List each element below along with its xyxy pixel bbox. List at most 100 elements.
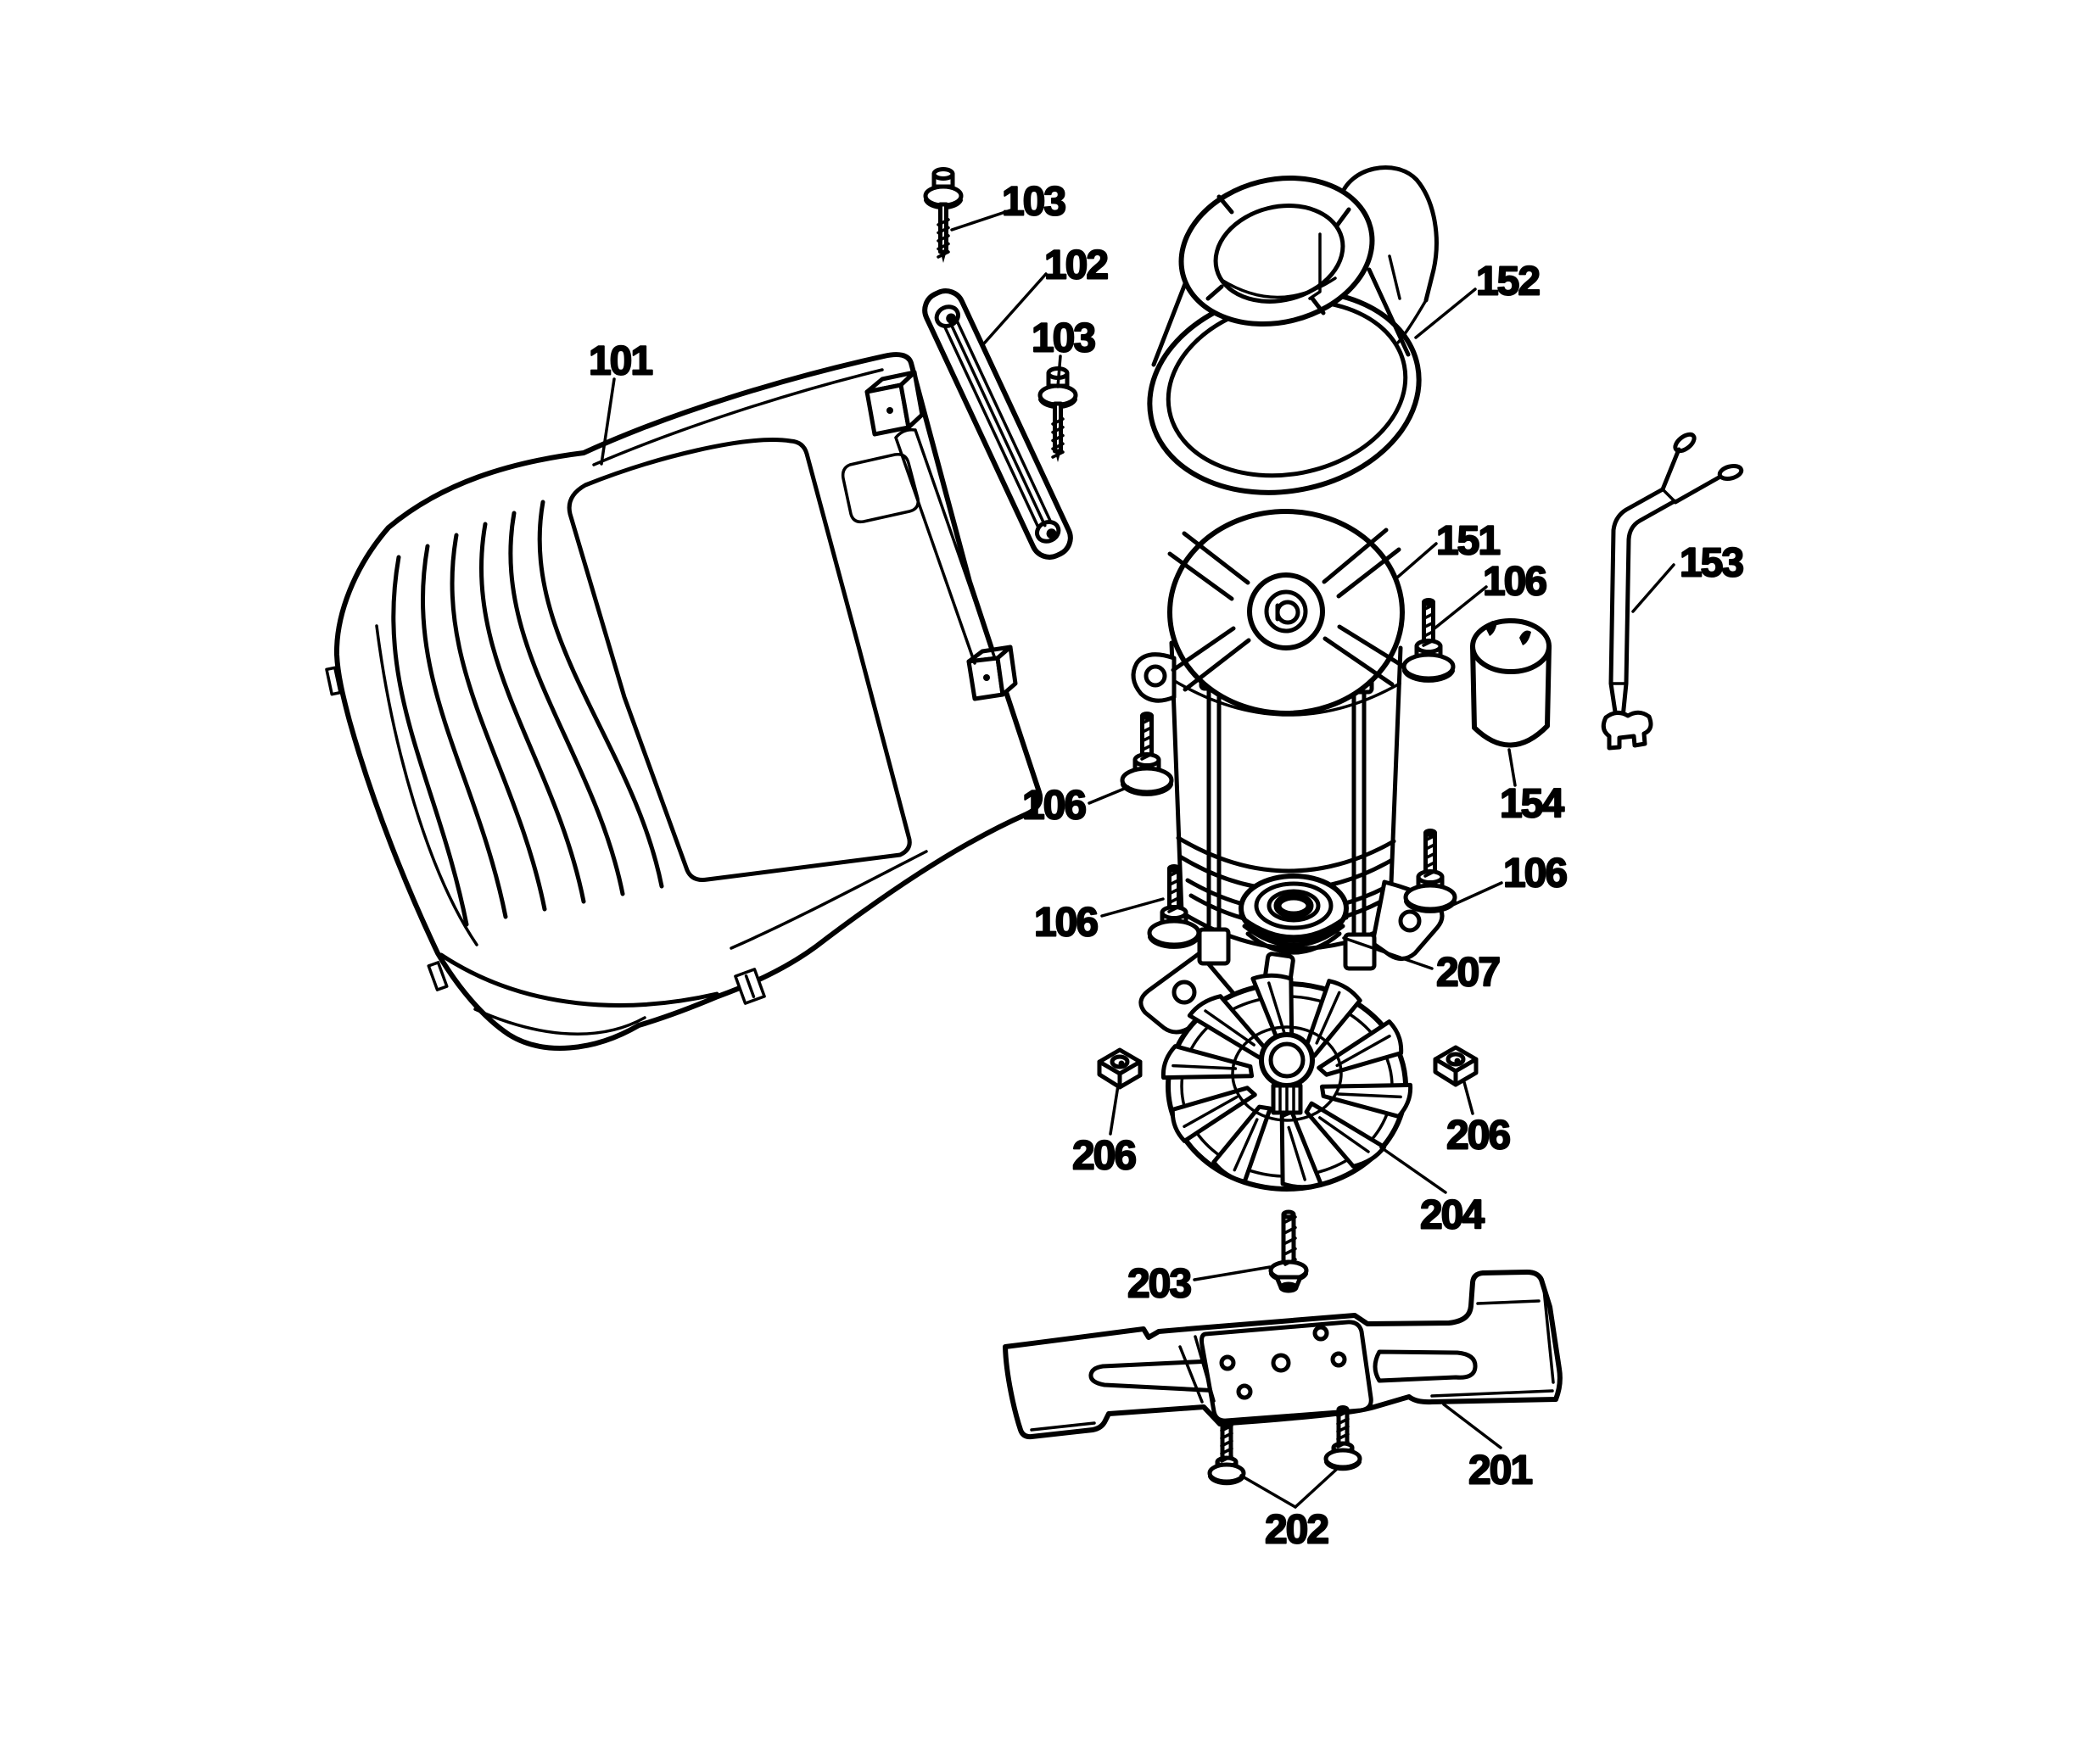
part-label-202-1: 202: [1265, 1507, 1328, 1552]
part-202-blade-screw-1-shape: [1220, 1420, 1233, 1428]
part-201-blade-shape: [1373, 1349, 1478, 1383]
mount-boss-top-shape: [898, 370, 925, 430]
part-207-pulley-shape: [1267, 889, 1321, 923]
part-101-motor-cover-shape: [730, 850, 928, 950]
part-106-mount-screw-4: [1147, 864, 1201, 949]
part-102-cover-bar-shape: [1046, 528, 1057, 539]
louver-vents: [391, 500, 664, 927]
fan-blade-crease: [1204, 1009, 1255, 1047]
part-label-201-1: 201: [1468, 1448, 1532, 1493]
thread-mark: [1283, 1225, 1297, 1235]
part-label-154-1: 154: [1500, 781, 1564, 826]
part-152-fan-baffle-shape: [1205, 194, 1351, 315]
fan-blade: [1301, 979, 1362, 1058]
leader-line-203-1: [1193, 1265, 1272, 1281]
part-106-mount-screw-1: [1120, 712, 1174, 796]
part-151-motor-shape: [1247, 572, 1325, 650]
part-label-151-1: 151: [1436, 518, 1500, 563]
part-206-square-nut-1-shape: [1117, 1059, 1143, 1090]
part-101-motor-cover-shape: [375, 624, 478, 946]
thread-mark: [1220, 1454, 1233, 1463]
mount-boss-right-shape: [995, 645, 1018, 697]
thread-mark: [1423, 851, 1437, 860]
motor-mount-ears-shape: [1398, 909, 1422, 933]
leader-line-151-1: [1395, 542, 1438, 579]
motor-mount-ears-shape: [1172, 980, 1197, 1005]
fan-blade-crease: [1318, 1116, 1370, 1153]
part-203-blade-bolt-shape: [1281, 1209, 1296, 1220]
part-106-mount-screw-1-shape: [1140, 712, 1154, 720]
part-204-fan-shape: [1278, 1086, 1295, 1113]
thread-mark: [1336, 1432, 1350, 1441]
blade-holes-shape: [1236, 1383, 1253, 1400]
part-102-cover-bar-shape: [1035, 520, 1061, 544]
part-101-motor-cover-shape: [325, 666, 342, 696]
part-103-cover-screw-1-shape: [931, 167, 955, 181]
screw-thread-marks: [937, 218, 1437, 1463]
part-101-motor-cover-shape: [567, 438, 912, 882]
thread-mark: [937, 234, 950, 243]
part-206-square-nut-1-shape: [1118, 1060, 1125, 1067]
part-106-mount-screw-2-shape: [1402, 668, 1455, 683]
part-153-wire-harness-shape: [1673, 432, 1697, 454]
part-102-cover-bar-shape: [948, 321, 1047, 528]
part-label-101-1: 101: [589, 338, 652, 383]
leader-line-206-1: [1109, 1084, 1120, 1136]
part-206-square-nut-2-shape: [1454, 1058, 1461, 1064]
part-152-fan-baffle-shape: [1213, 204, 1345, 304]
fan-blade-crease: [1287, 1125, 1306, 1181]
louver-vents-shape: [450, 533, 547, 912]
part-101-motor-cover-shape: [734, 968, 766, 1005]
leader-line-154-1: [1507, 748, 1517, 787]
thread-mark: [1220, 1424, 1233, 1432]
fan-blade: [1170, 1086, 1257, 1143]
thread-mark: [1167, 869, 1181, 878]
part-207-pulley: [1239, 874, 1349, 955]
blade-holes: [1219, 1325, 1347, 1400]
part-101-motor-cover-shape: [473, 1008, 646, 1036]
fan-blades: [1160, 973, 1413, 1190]
thread-mark: [1283, 1247, 1297, 1256]
thread-mark: [1051, 450, 1065, 459]
thread-mark: [1336, 1440, 1350, 1449]
part-label-106-3: 106: [1503, 851, 1566, 896]
leader-line-152-1: [1414, 287, 1477, 339]
motor-mount-ears-shape: [1144, 664, 1167, 688]
thread-mark: [937, 250, 950, 259]
part-202-blade-screw-1-shape: [1208, 1474, 1245, 1486]
thread-mark: [937, 226, 950, 235]
part-label-152-1: 152: [1476, 259, 1539, 304]
part-153-wire-harness-shape: [1717, 464, 1744, 481]
thread-mark: [1140, 717, 1154, 725]
thread-mark: [1423, 869, 1437, 878]
mount-boss-right-shape: [983, 674, 990, 681]
leader-line-204-1: [1379, 1146, 1447, 1194]
thread-mark: [1423, 834, 1437, 842]
thread-mark: [1336, 1417, 1350, 1426]
fan-blade: [1250, 973, 1295, 1053]
part-102-cover-bar-shape: [955, 320, 1052, 523]
part-106-mount-screw-2: [1401, 598, 1456, 683]
part-102-cover-bar: [922, 288, 1073, 560]
fan-blade-crease: [1315, 991, 1341, 1045]
thread-mark: [1167, 905, 1181, 913]
part-204-fan: [1160, 973, 1413, 1192]
part-102-cover-bar-shape: [946, 313, 957, 324]
blade-holes-shape: [1219, 1354, 1236, 1371]
part-201-blade-shape: [1178, 1335, 1216, 1404]
part-103-cover-screw-1: [923, 167, 964, 263]
part-106-mount-screw-4-shape: [1148, 935, 1200, 949]
part-153-wire-harness-shape: [1608, 487, 1665, 720]
fan-blade-crease: [1336, 1092, 1402, 1099]
leader-line-202-1: [1294, 1468, 1338, 1509]
part-label-106-2: 106: [1022, 783, 1085, 828]
leader-line-103-2: [1056, 354, 1062, 388]
thread-mark: [1336, 1410, 1350, 1418]
part-label-106-4: 106: [1034, 900, 1097, 945]
part-206-square-nut-1-shape: [1110, 1054, 1130, 1069]
thread-mark: [1140, 752, 1154, 761]
part-153-wire-harness-shape: [1620, 499, 1677, 720]
part-153-wire-harness-shape: [1660, 447, 1723, 505]
mount-boss-right: [966, 645, 1018, 701]
